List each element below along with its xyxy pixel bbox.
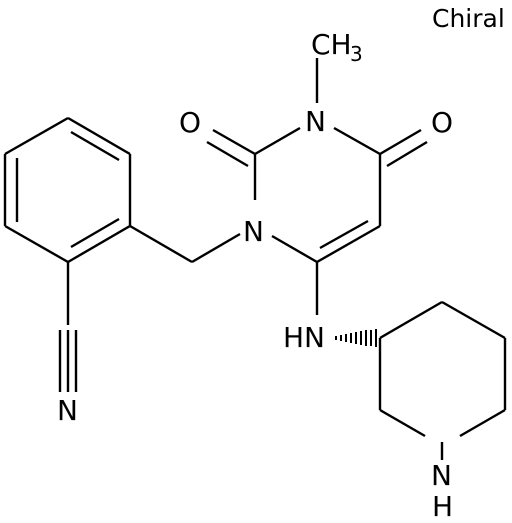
benzyl-ch2-bond-a xyxy=(129,224,193,264)
nitrile-nitrogen-label: N xyxy=(57,394,78,427)
amine-nh-label: HN xyxy=(283,321,325,354)
methyl-label: CH xyxy=(311,28,352,61)
chiral-label: Chiral xyxy=(432,4,505,33)
carbonyl-c4-bond-a xyxy=(379,128,422,156)
oxygen-2-label: O xyxy=(179,106,201,139)
hashed-wedge-bond xyxy=(335,329,377,347)
carbonyl-c4-bond-b xyxy=(386,140,428,168)
piperidine-hydrogen-label: H xyxy=(432,490,453,523)
nitrile-group xyxy=(58,262,78,392)
benzyl-ch2-bond-b xyxy=(191,232,241,264)
piperidine-ring xyxy=(378,300,507,438)
carbonyl-c2-bond-b xyxy=(206,140,249,168)
methyl-subscript: 3 xyxy=(350,42,363,66)
oxygen-4-label: O xyxy=(431,106,453,139)
benzene-ring xyxy=(3,116,132,264)
nitrogen-3-label: N xyxy=(305,105,326,138)
nitrogen-1-label: N xyxy=(243,215,264,248)
carbonyl-c2-bond-a xyxy=(212,128,256,156)
piperidine-nitrogen-label: N xyxy=(431,459,452,492)
pyrimidinedione-ring xyxy=(253,126,382,264)
